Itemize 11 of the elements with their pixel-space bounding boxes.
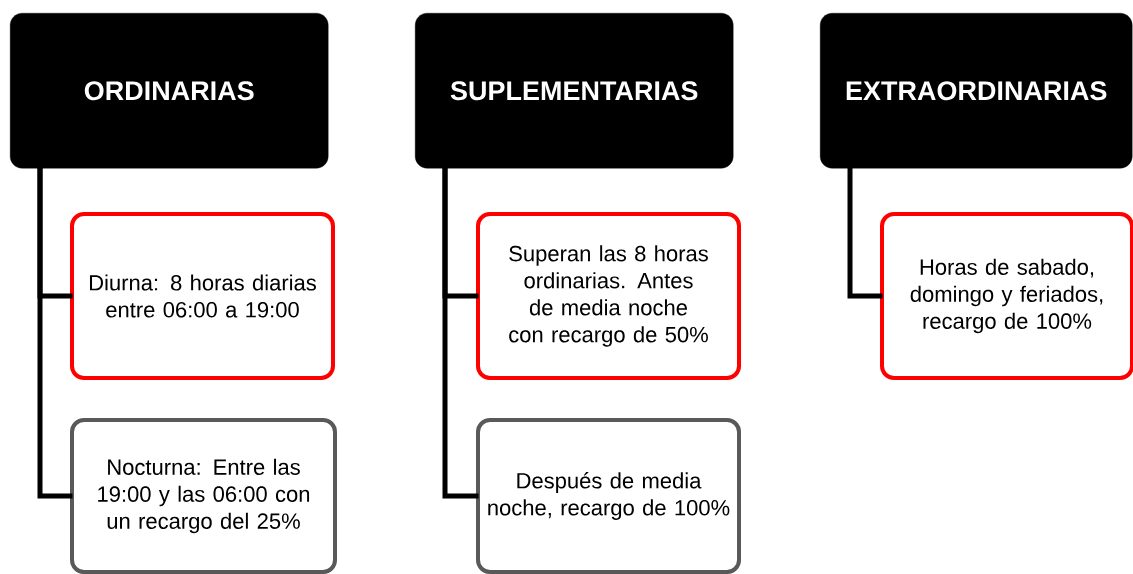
header-box: EXTRAORDINARIAS [820, 13, 1133, 169]
connector-line [847, 167, 883, 299]
header-box: ORDINARIAS [10, 13, 329, 169]
description-box: Horas de sabado, domingo y feriados, recargo de 100% [880, 212, 1133, 380]
description-box: Superan las 8 horas ordinarias. Antes de media noche con recargo de 50% [476, 212, 741, 380]
header-box: SUPLEMENTARIAS [415, 13, 734, 169]
description-box: Después de media noche, recargo de 100% [476, 418, 741, 574]
connector-line [442, 167, 479, 499]
description-box: Diurna: 8 horas diarias entre 06:00 a 19:00 [70, 212, 335, 380]
connector-line [37, 167, 73, 499]
description-box: Nocturna: Entre las 19:00 y las 06:00 con un recargo del 25% [70, 418, 337, 574]
